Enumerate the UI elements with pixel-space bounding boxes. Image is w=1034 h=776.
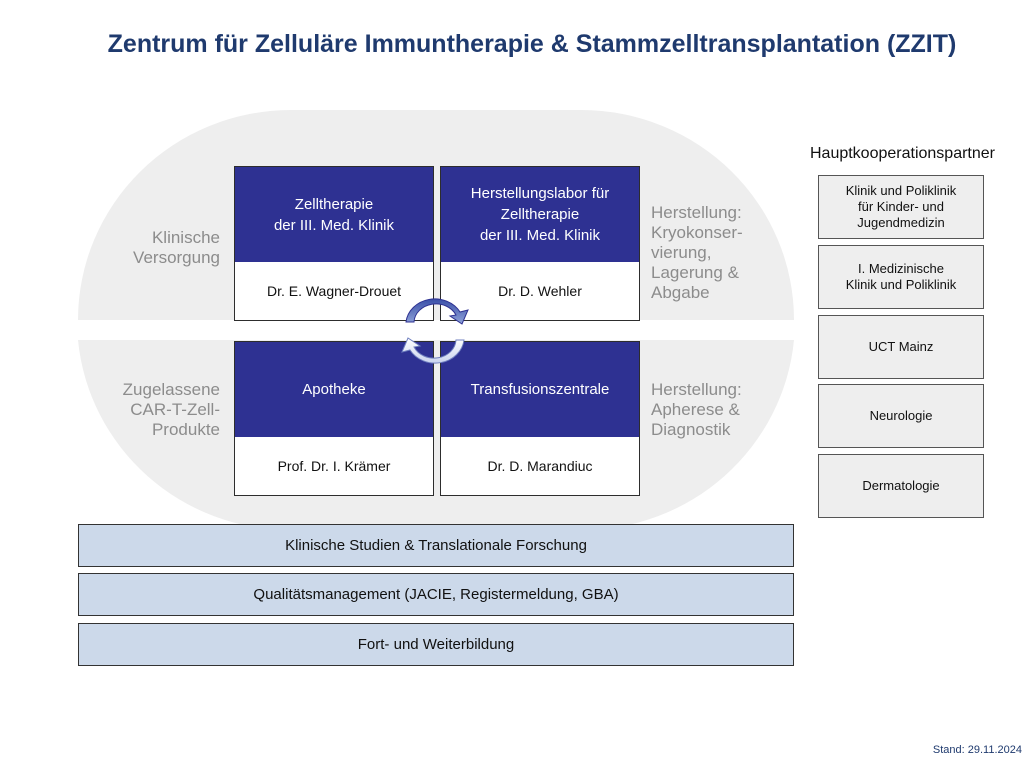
page-title: Zentrum für Zelluläre Immuntherapie & St… <box>107 30 957 58</box>
partner-kinder-jugendmedizin: Klinik und Poliklinik für Kinder- und Ju… <box>818 175 984 239</box>
band-klinische-studien: Klinische Studien & Translationale Forsc… <box>78 524 794 567</box>
label-klinische-versorgung: Klinische Versorgung <box>133 228 220 267</box>
partner-i-medizinische-klinik: I. Medizinische Klinik und Poliklinik <box>818 245 984 309</box>
unit-head: Prof. Dr. I. Krämer <box>277 458 391 474</box>
cycle-arrows-icon <box>401 298 469 364</box>
label-herstellung-kryokonservierung: Herstellung: Kryokonser- vierung, Lageru… <box>651 203 743 302</box>
unit-name: Transfusionszentrale <box>441 342 639 437</box>
unit-name: Herstellungslabor für Zelltherapie der I… <box>441 167 639 262</box>
partners-title: Hauptkooperationspartner <box>809 145 995 162</box>
unit-box-apotheke: Apotheke Prof. Dr. I. Krämer <box>234 341 434 496</box>
unit-head: Dr. D. Wehler <box>498 283 582 299</box>
partner-uct-mainz: UCT Mainz <box>818 315 984 379</box>
label-car-t-zell-produkte: Zugelassene CAR-T-Zell- Produkte <box>122 380 220 439</box>
partner-dermatologie: Dermatologie <box>818 454 984 518</box>
band-qualitaetsmanagement: Qualitätsmanagement (JACIE, Registermeld… <box>78 573 794 616</box>
partner-neurologie: Neurologie <box>818 384 984 448</box>
unit-head: Dr. E. Wagner-Drouet <box>266 283 402 299</box>
unit-box-zelltherapie: Zelltherapie der III. Med. Klinik Dr. E.… <box>234 166 434 321</box>
unit-name: Zelltherapie der III. Med. Klinik <box>235 167 433 262</box>
unit-name: Apotheke <box>235 342 433 437</box>
label-herstellung-apherese: Herstellung: Apherese & Diagnostik <box>651 380 742 439</box>
unit-head: Dr. D. Marandiuc <box>487 458 593 474</box>
band-fort-und-weiterbildung: Fort- und Weiterbildung <box>78 623 794 666</box>
stand-date: Stand: 29.11.2024 <box>932 744 1022 756</box>
unit-box-herstellungslabor: Herstellungslabor für Zelltherapie der I… <box>440 166 640 321</box>
unit-box-transfusionszentrale: Transfusionszentrale Dr. D. Marandiuc <box>440 341 640 496</box>
